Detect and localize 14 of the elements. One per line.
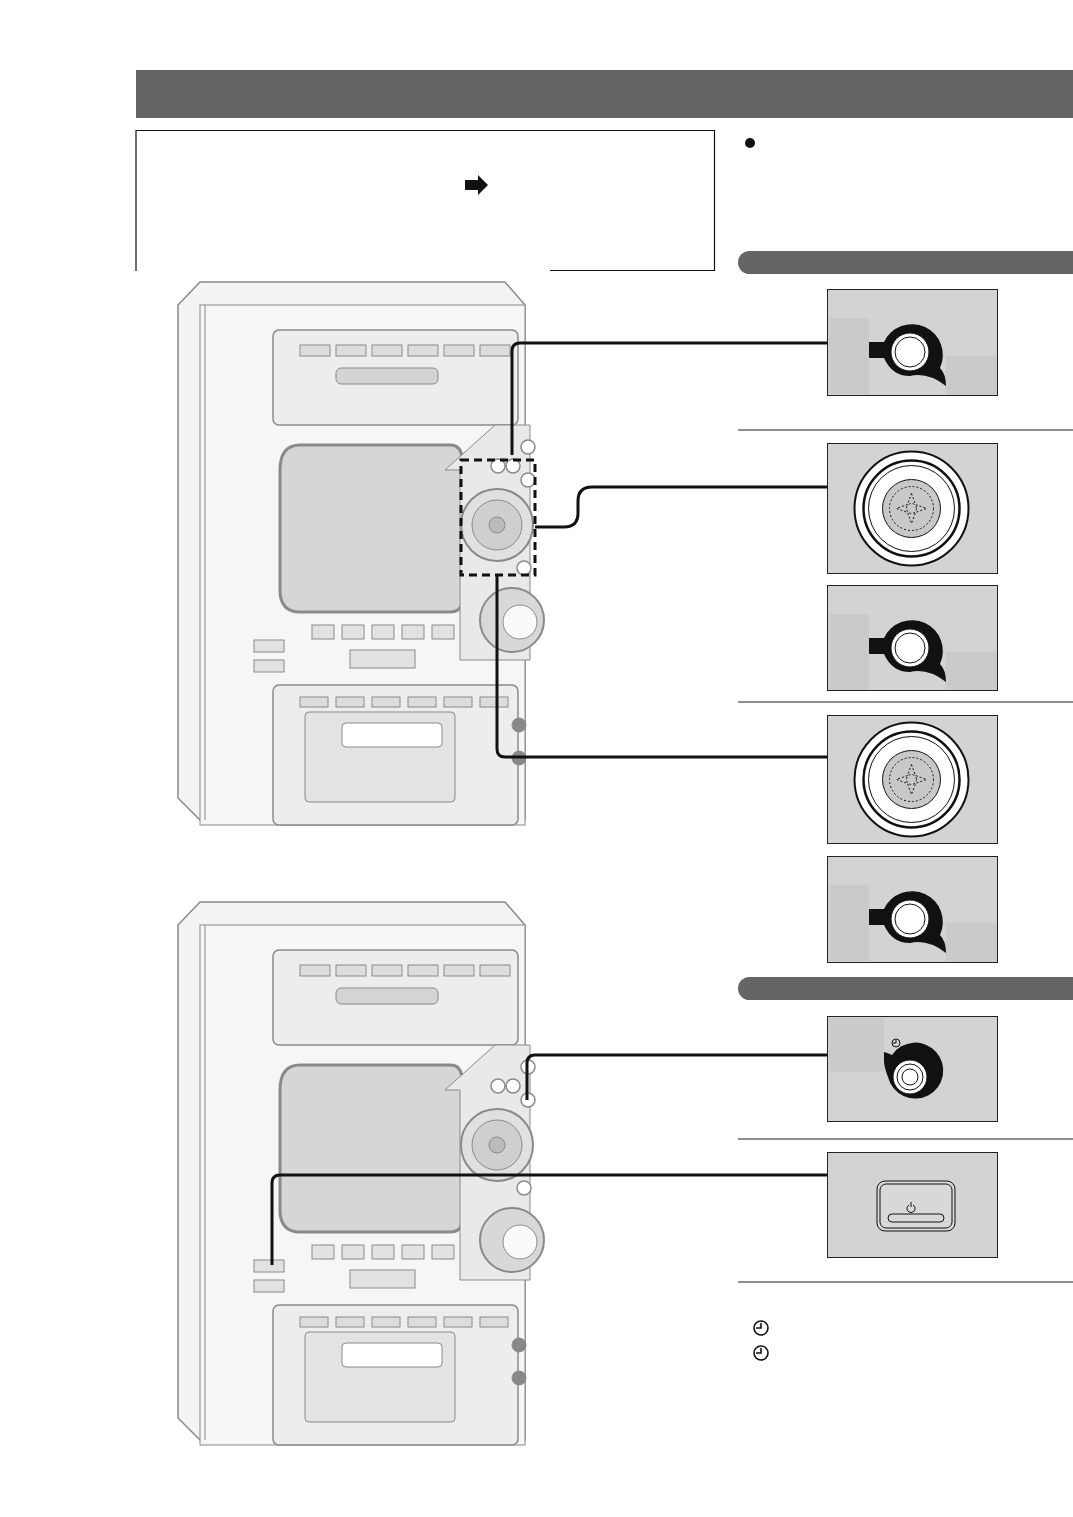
leader-line [525,1053,827,1100]
closeup-panel [827,1152,998,1258]
section-band [738,251,1073,274]
closeup-panel [827,856,998,963]
leader-line [270,1173,827,1265]
closeup-panel [827,289,998,396]
closeup-panel [827,443,998,574]
closeup-panel [827,585,998,691]
leader-line [495,575,827,759]
leader-line [535,485,827,529]
leader-line [510,341,827,455]
closeup-panel [827,1016,998,1122]
closeup-panel [827,715,998,844]
section-band [738,977,1073,1000]
